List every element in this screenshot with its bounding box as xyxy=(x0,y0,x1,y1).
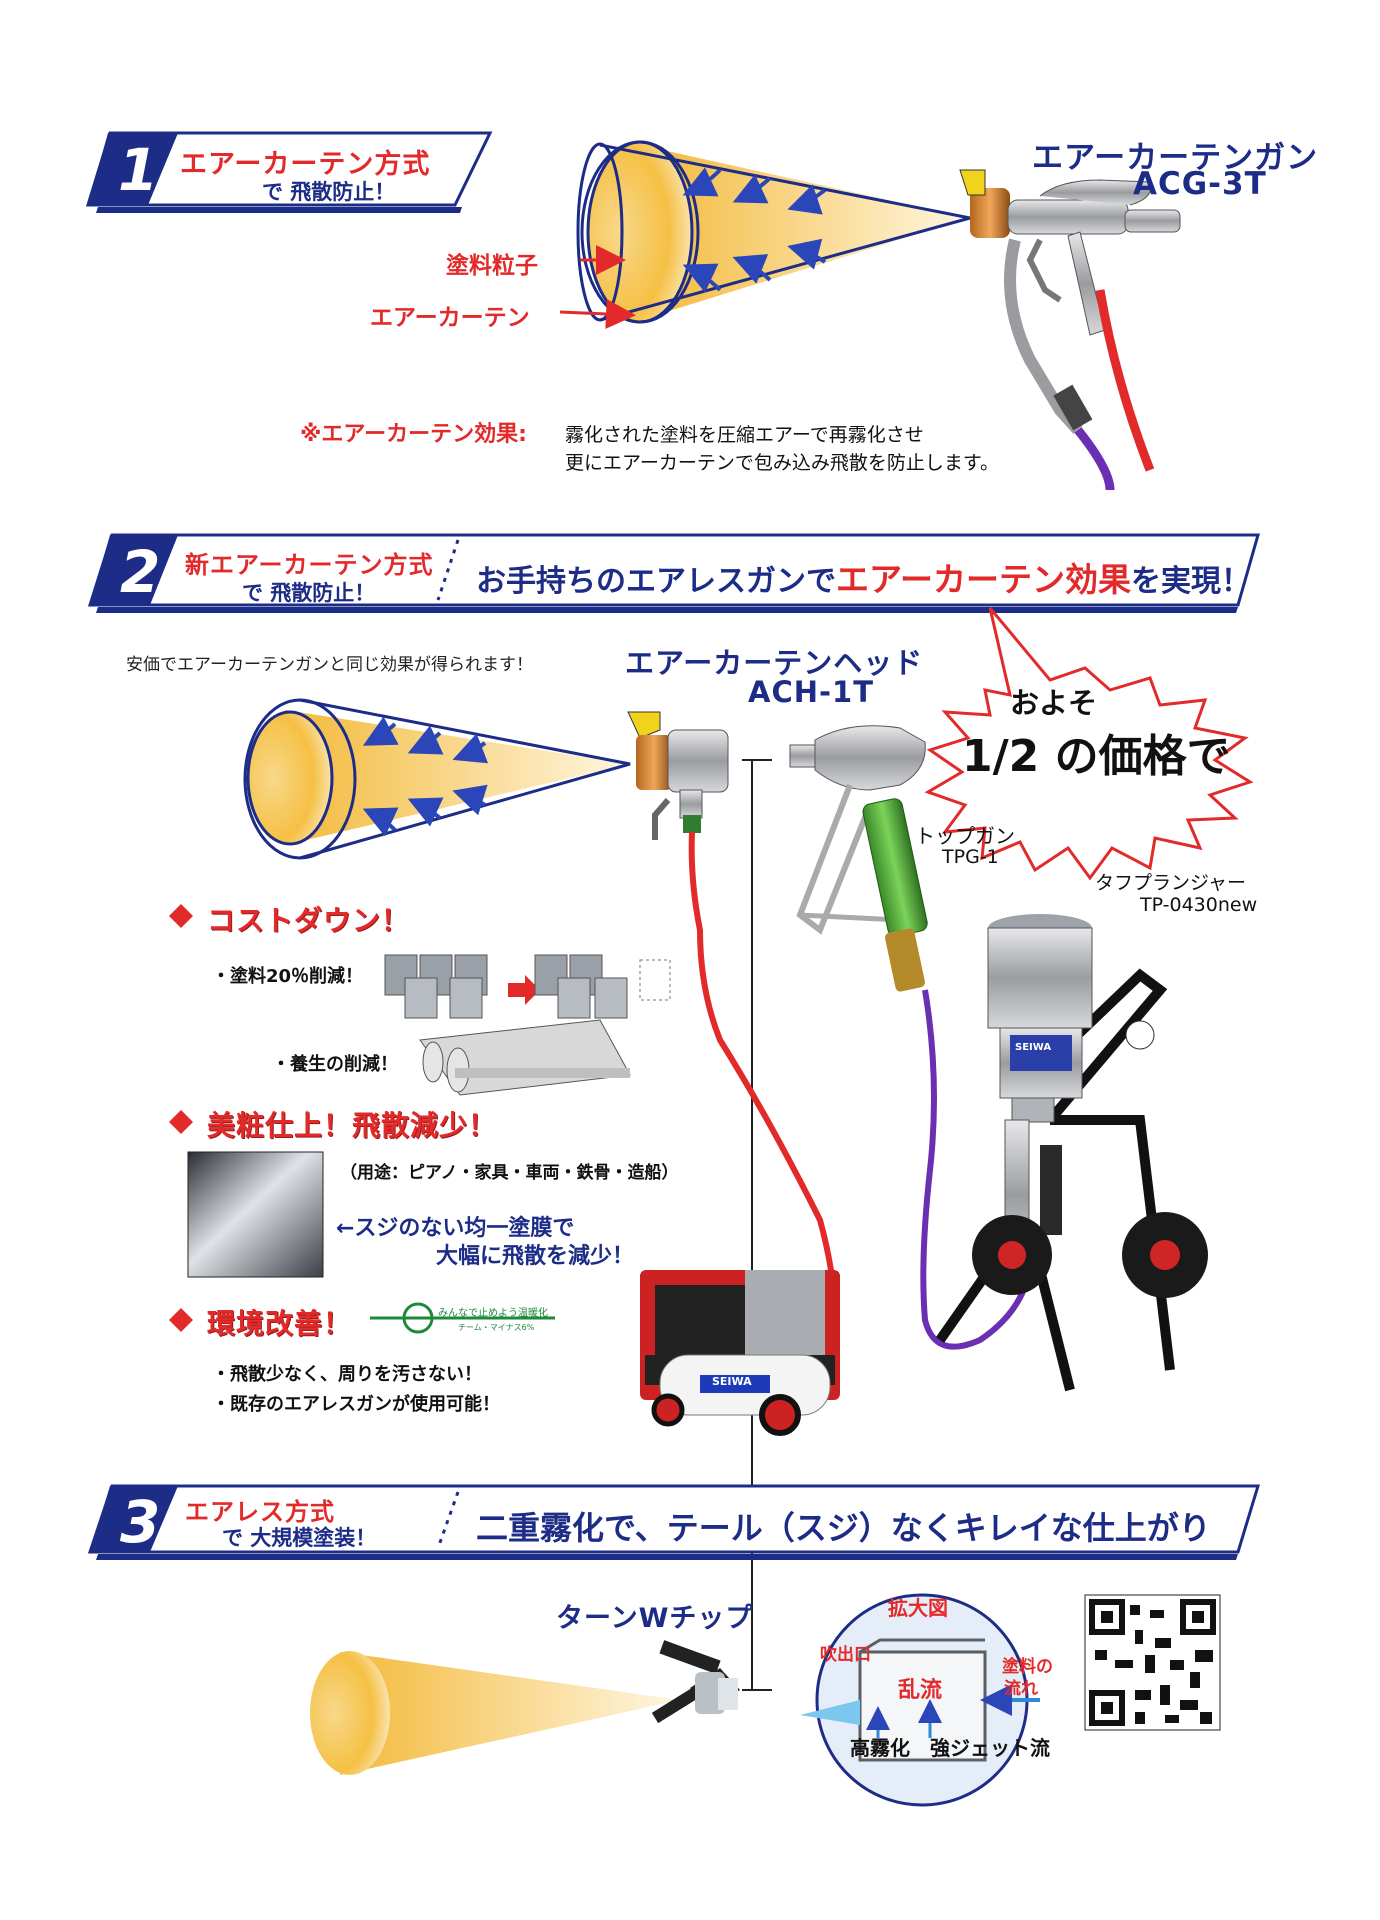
tip-name: ターンWチップ xyxy=(556,1603,754,1634)
burst-line2: 1/2 の価格で xyxy=(962,731,1231,782)
finish-heading: 美粧仕上！飛散減少！ xyxy=(207,1109,498,1142)
section2-title: 新エアーカーテン方式 xyxy=(185,551,434,579)
enlarged-diagram xyxy=(800,1593,1040,1807)
section2-subtitle: で 飛散防止！ xyxy=(242,581,376,605)
section2-number: 2 xyxy=(120,538,161,606)
tpg1-gun-illustration xyxy=(789,725,928,992)
cost-heading: コストダウン！ xyxy=(207,904,411,937)
finish-panel-sample xyxy=(187,1151,324,1278)
section3-subtitle: で 大規模塗装！ xyxy=(222,1526,377,1550)
acg3t-name: エアーカーテンガン xyxy=(1032,140,1319,176)
env-logo-text: みんなで止めよう温暖化 xyxy=(438,1308,548,1319)
diagram-title: 拡大図 xyxy=(888,1596,948,1620)
topgun-model: TPG-1 xyxy=(942,846,999,868)
finish-line1: ←スジのない均一塗膜で xyxy=(336,1216,575,1241)
tp0430-plunger-illustration xyxy=(935,914,1208,1392)
diagram-flow-2: 流れ xyxy=(1004,1679,1038,1699)
label-air-curtain: エアーカーテン xyxy=(370,305,530,331)
price-burst xyxy=(924,607,1254,881)
section1-subtitle: で 飛散防止！ xyxy=(262,180,396,204)
section2-banner: お手持ちのエアレスガンでエアーカーテン効果を実現！ xyxy=(476,560,1252,599)
ach1t-name: エアーカーテンヘッド xyxy=(625,646,924,680)
section3-banner: 二重霧化で、テール（スジ）なくキレイな仕上がり xyxy=(476,1509,1211,1547)
diamond-bullet-1 xyxy=(169,904,193,928)
plunger-brand: SEIWA xyxy=(1015,1042,1052,1053)
label-particles: 塗料粒子 xyxy=(446,253,538,279)
ach1t-head-illustration xyxy=(627,711,729,840)
qr-code xyxy=(1084,1594,1221,1731)
effect-label: ※エアーカーテン効果: xyxy=(300,422,527,447)
diagram-atomize: 高霧化 xyxy=(850,1736,910,1760)
plunger-name: タフプランジャー xyxy=(1095,872,1247,894)
compressor-brand: SEIWA xyxy=(712,1375,752,1388)
section2-header-banner xyxy=(87,533,1260,613)
env-heading: 環境改善！ xyxy=(207,1307,353,1340)
eco-logo xyxy=(370,1302,555,1334)
plunger-model: TP-0430new xyxy=(1140,894,1258,916)
section1-title: エアーカーテン方式 xyxy=(180,149,431,180)
section1-header-tab xyxy=(85,131,493,213)
diagram-turbulence: 乱流 xyxy=(898,1678,943,1703)
effect-line1: 霧化された塗料を圧縮エアーで再霧化させ xyxy=(565,424,924,446)
finish-line2: 大幅に飛散を減少！ xyxy=(436,1244,635,1269)
burst-line1: およそ xyxy=(1010,686,1098,720)
purple-hose xyxy=(920,989,1035,1350)
section1-number: 1 xyxy=(118,136,159,204)
acg3t-gun-illustration xyxy=(959,169,1181,491)
acg3t-model: ACG-3T xyxy=(1133,166,1267,202)
compressor-illustration xyxy=(640,1270,840,1436)
diamond-bullet-3 xyxy=(169,1308,193,1332)
env-item1: ・飛散少なく、周りを汚さない！ xyxy=(212,1364,482,1385)
cost-item1: ・塗料20％削減！ xyxy=(212,966,364,987)
finish-uses: （用途：ピアノ・家具・車両・鉄骨・造船） xyxy=(340,1163,679,1183)
ach1t-model: ACH-1T xyxy=(748,675,874,709)
section1-spray-cone xyxy=(576,140,971,324)
env-logo-sub: チーム・マイナス6% xyxy=(458,1323,535,1332)
section2-spray-cone xyxy=(243,698,631,860)
diagram-jet: 強ジェット流 xyxy=(930,1736,1050,1760)
curtain-pointer xyxy=(559,298,636,329)
cost-item2: ・養生の削減！ xyxy=(272,1054,398,1075)
env-item2: ・既存のエアレスガンが使用可能！ xyxy=(212,1394,500,1415)
topgun-name: トップガン xyxy=(915,824,1015,848)
effect-line2: 更にエアーカーテンで包み込み飛散を防止します。 xyxy=(565,452,999,474)
diagram-flow-1: 塗料の xyxy=(1002,1657,1053,1677)
diagram-outlet: 吹出口 xyxy=(820,1645,871,1665)
section3-title: エアレス方式 xyxy=(185,1498,335,1526)
section3-number: 3 xyxy=(120,1488,161,1556)
diamond-bullet-2 xyxy=(169,1110,193,1134)
paint-cans-illustration xyxy=(384,954,671,1019)
section2-intro: 安価でエアーカーテンガンと同じ効果が得られます！ xyxy=(126,655,533,675)
section3-header-banner xyxy=(87,1484,1261,1560)
section3-spray-cone xyxy=(310,1640,740,1775)
masking-rolls-illustration xyxy=(419,1019,631,1096)
